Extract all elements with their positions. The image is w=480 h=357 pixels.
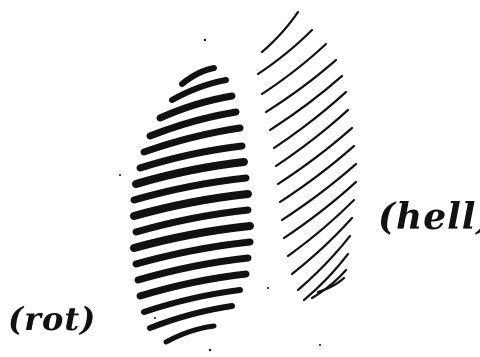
stray-dot xyxy=(267,287,269,289)
dark-hatch-region xyxy=(130,65,254,345)
dark-hatch-stroke xyxy=(146,108,240,140)
stray-dot xyxy=(203,38,207,42)
light-hatch-stroke xyxy=(276,126,354,186)
stray-marks xyxy=(119,38,321,352)
light-hatch-stroke xyxy=(260,10,300,54)
light-hatch-stroke xyxy=(264,58,338,114)
dark-hatch-stroke xyxy=(130,222,254,252)
dark-hatch-stroke xyxy=(163,323,217,345)
dark-hatch-stroke xyxy=(132,238,254,268)
light-hatch-region xyxy=(256,10,358,302)
light-hatch-stroke xyxy=(280,162,358,222)
dark-hatch-stroke xyxy=(130,190,252,220)
dark-hatch-stroke xyxy=(147,303,235,331)
label-hell: (hell) xyxy=(378,196,480,238)
light-hatch-stroke xyxy=(256,28,314,76)
dark-hatch-stroke xyxy=(141,287,243,315)
dark-hatch-stroke xyxy=(179,65,217,87)
light-hatch-stroke xyxy=(274,108,350,168)
light-hatch-stroke xyxy=(268,74,344,132)
stray-dot xyxy=(319,344,321,346)
light-hatch-stroke xyxy=(302,252,350,302)
stray-dot xyxy=(119,174,121,176)
dark-hatch-stroke xyxy=(156,92,236,122)
dark-hatch-stroke xyxy=(132,158,248,188)
dark-hatch-stroke xyxy=(136,270,250,300)
dark-hatch-stroke xyxy=(136,142,246,172)
stray-dot xyxy=(154,317,156,319)
light-hatch-stroke xyxy=(310,268,348,300)
light-hatch-stroke xyxy=(272,90,348,150)
light-hatch-stroke xyxy=(316,276,346,294)
dark-hatch-stroke xyxy=(169,77,229,103)
light-hatch-stroke xyxy=(290,216,354,276)
dark-hatch-stroke xyxy=(130,174,250,204)
light-hatch-stroke xyxy=(260,42,328,96)
stray-dot xyxy=(208,348,212,352)
light-hatch-stroke xyxy=(296,234,352,292)
light-hatch-stroke xyxy=(286,198,356,258)
light-hatch-stroke xyxy=(282,180,358,240)
dark-hatch-stroke xyxy=(140,124,244,156)
dark-hatch-stroke xyxy=(134,254,252,284)
light-hatch-stroke xyxy=(278,144,356,204)
label-rot: (rot) xyxy=(8,300,97,338)
dark-hatch-stroke xyxy=(132,206,252,236)
